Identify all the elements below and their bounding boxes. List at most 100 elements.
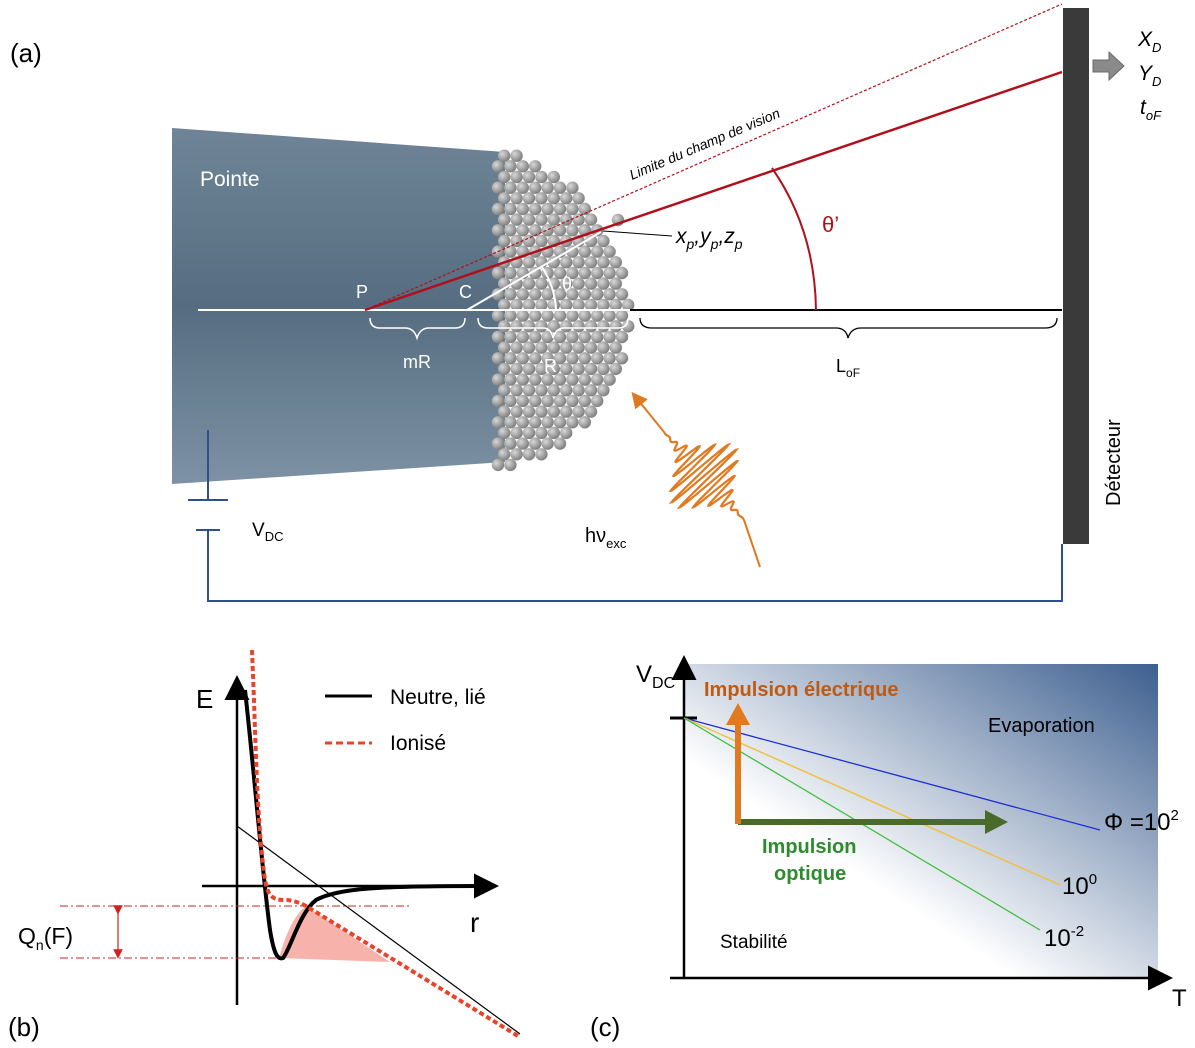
detector-output-x: XD [1137,28,1161,55]
atom [510,426,523,440]
detector-output-y: YD [1138,62,1161,89]
theta-prime-label: θ’ [822,212,839,237]
atom [516,160,529,173]
atom [491,309,505,322]
detector-output-t: toF [1140,96,1162,123]
atom [529,202,542,216]
r-axis-label: r [470,907,479,938]
atom [516,437,529,450]
atom [591,309,604,322]
atom [522,298,536,312]
point-p-label: P [356,282,368,302]
atom [566,224,579,237]
atom [622,320,635,333]
atom [522,405,536,418]
atom [603,245,616,258]
atom [584,362,598,376]
brace-lof [639,317,1058,339]
photon-label: hνexc [585,525,627,551]
atom [578,394,591,408]
atom [547,256,560,269]
atom [510,213,523,226]
atom [578,416,591,429]
atom [504,416,517,429]
atom [516,394,529,408]
atom [553,394,567,408]
atom [566,373,579,386]
atom [597,384,610,397]
qn-label: Qn(F) [18,923,73,953]
legend-ionized-label: Ionisé [390,732,446,755]
atom [560,277,573,290]
atom [535,170,548,184]
atom [498,426,511,440]
atom [578,352,591,365]
atom [498,149,511,162]
atom [529,224,542,237]
neutral-curve [243,689,483,961]
atom [603,309,616,322]
atom [504,245,517,258]
atom [522,426,536,440]
atom [541,394,554,408]
atom [510,298,523,312]
atom [547,320,560,333]
atom [498,170,511,184]
atom [560,298,573,312]
atom [541,416,554,429]
atom [529,416,542,429]
atom [491,266,505,280]
atom [504,160,517,173]
atom [597,234,610,248]
atom [516,352,529,365]
atom [498,341,511,354]
atom [584,213,598,226]
atom [535,192,548,205]
atom [597,362,610,376]
atom [510,341,523,354]
atom [547,192,560,205]
atom [547,362,560,376]
atom [529,181,542,194]
r-label: R [544,356,557,376]
atom [572,341,585,354]
atom [491,181,505,194]
atom [491,330,505,344]
flux-label-1e2: Φ =102 [1104,807,1179,836]
circuit-wire [207,430,1063,602]
atom [609,341,622,354]
atom [491,458,505,472]
brace-r [477,317,629,339]
atom [553,330,567,344]
optical-pulse-arrowhead [985,810,1008,834]
atom [510,405,523,418]
atom [603,352,616,365]
atom [572,298,585,312]
atom [566,352,579,365]
radius-line [466,231,602,311]
atom [603,266,616,280]
atom [591,245,604,258]
atom [535,213,548,226]
atom [578,330,591,344]
atom [553,181,567,194]
atom [578,266,591,280]
atom [516,224,529,237]
atom [504,202,517,216]
atom [529,437,542,450]
atom [578,202,591,216]
atom [591,373,604,386]
optical-pulse-label-2: optique [774,863,846,885]
atom [609,320,622,333]
atom [529,266,542,280]
atom [566,288,579,301]
panel-c: (c) VDC T Φ =102 100 10-2 Impulsion élec… [590,655,1187,1042]
atom [504,352,517,365]
atom [498,362,511,376]
tip-body [172,128,505,484]
atom [529,309,542,322]
atom [560,341,573,354]
flux-line-1e2 [683,717,1101,831]
atom [609,277,622,290]
